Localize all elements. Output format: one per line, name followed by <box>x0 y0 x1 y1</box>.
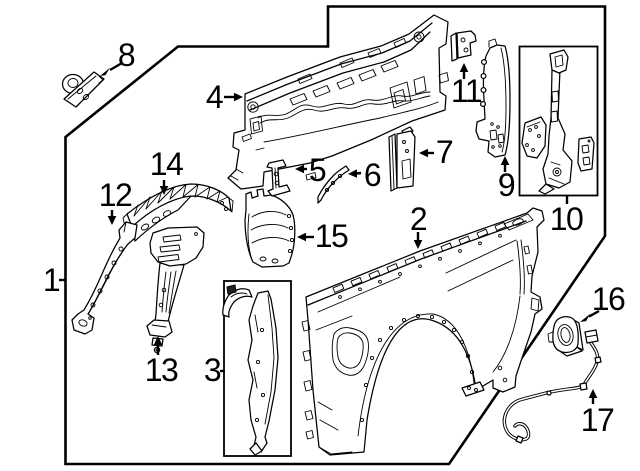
part-6-strap-art <box>317 165 350 204</box>
part-label-15[interactable]: 15 <box>314 218 349 254</box>
part-7-bracket-art <box>388 126 416 192</box>
part-label-7[interactable]: 7 <box>435 134 454 170</box>
part-label-12[interactable]: 12 <box>98 177 133 213</box>
part-16-housing-art <box>547 316 584 357</box>
callout-arrow-8 <box>109 61 123 72</box>
part-8-clip-art <box>61 71 105 108</box>
callout-arrow-6 <box>356 171 362 175</box>
part-5-bracket-art <box>266 159 291 197</box>
part-label-2[interactable]: 2 <box>409 201 428 237</box>
part-13-pillar-art <box>146 226 205 354</box>
part-14-shield-art <box>122 183 234 242</box>
part-label-5[interactable]: 5 <box>308 152 327 188</box>
part-label-6[interactable]: 6 <box>363 157 382 193</box>
part-11-bracket-art <box>450 30 477 62</box>
part-label-9[interactable]: 9 <box>497 167 516 203</box>
part-label-11[interactable]: 11 <box>450 73 483 109</box>
part-17-harness-art <box>502 329 602 444</box>
part-label-8[interactable]: 8 <box>117 37 136 73</box>
part-4-front-panel-art <box>227 14 449 190</box>
part-label-1[interactable]: 1 <box>42 262 61 298</box>
part-label-4[interactable]: 4 <box>205 79 224 115</box>
part-3-boxed-group <box>222 280 292 457</box>
part-label-14[interactable]: 14 <box>149 146 184 182</box>
part-label-17[interactable]: 17 <box>580 402 615 438</box>
part-9-panel-art <box>475 38 511 158</box>
part-10-boxed-group <box>518 45 599 197</box>
part-label-13[interactable]: 13 <box>144 352 179 388</box>
part-label-16[interactable]: 16 <box>591 281 626 317</box>
part-2-side-panel-art <box>301 207 545 456</box>
part-12-brace-art <box>71 221 138 335</box>
callout-arrows <box>59 61 600 404</box>
part-label-10[interactable]: 10 <box>549 201 584 237</box>
part-label-3[interactable]: 3 <box>203 352 222 388</box>
callout-arrow-16 <box>588 309 600 318</box>
